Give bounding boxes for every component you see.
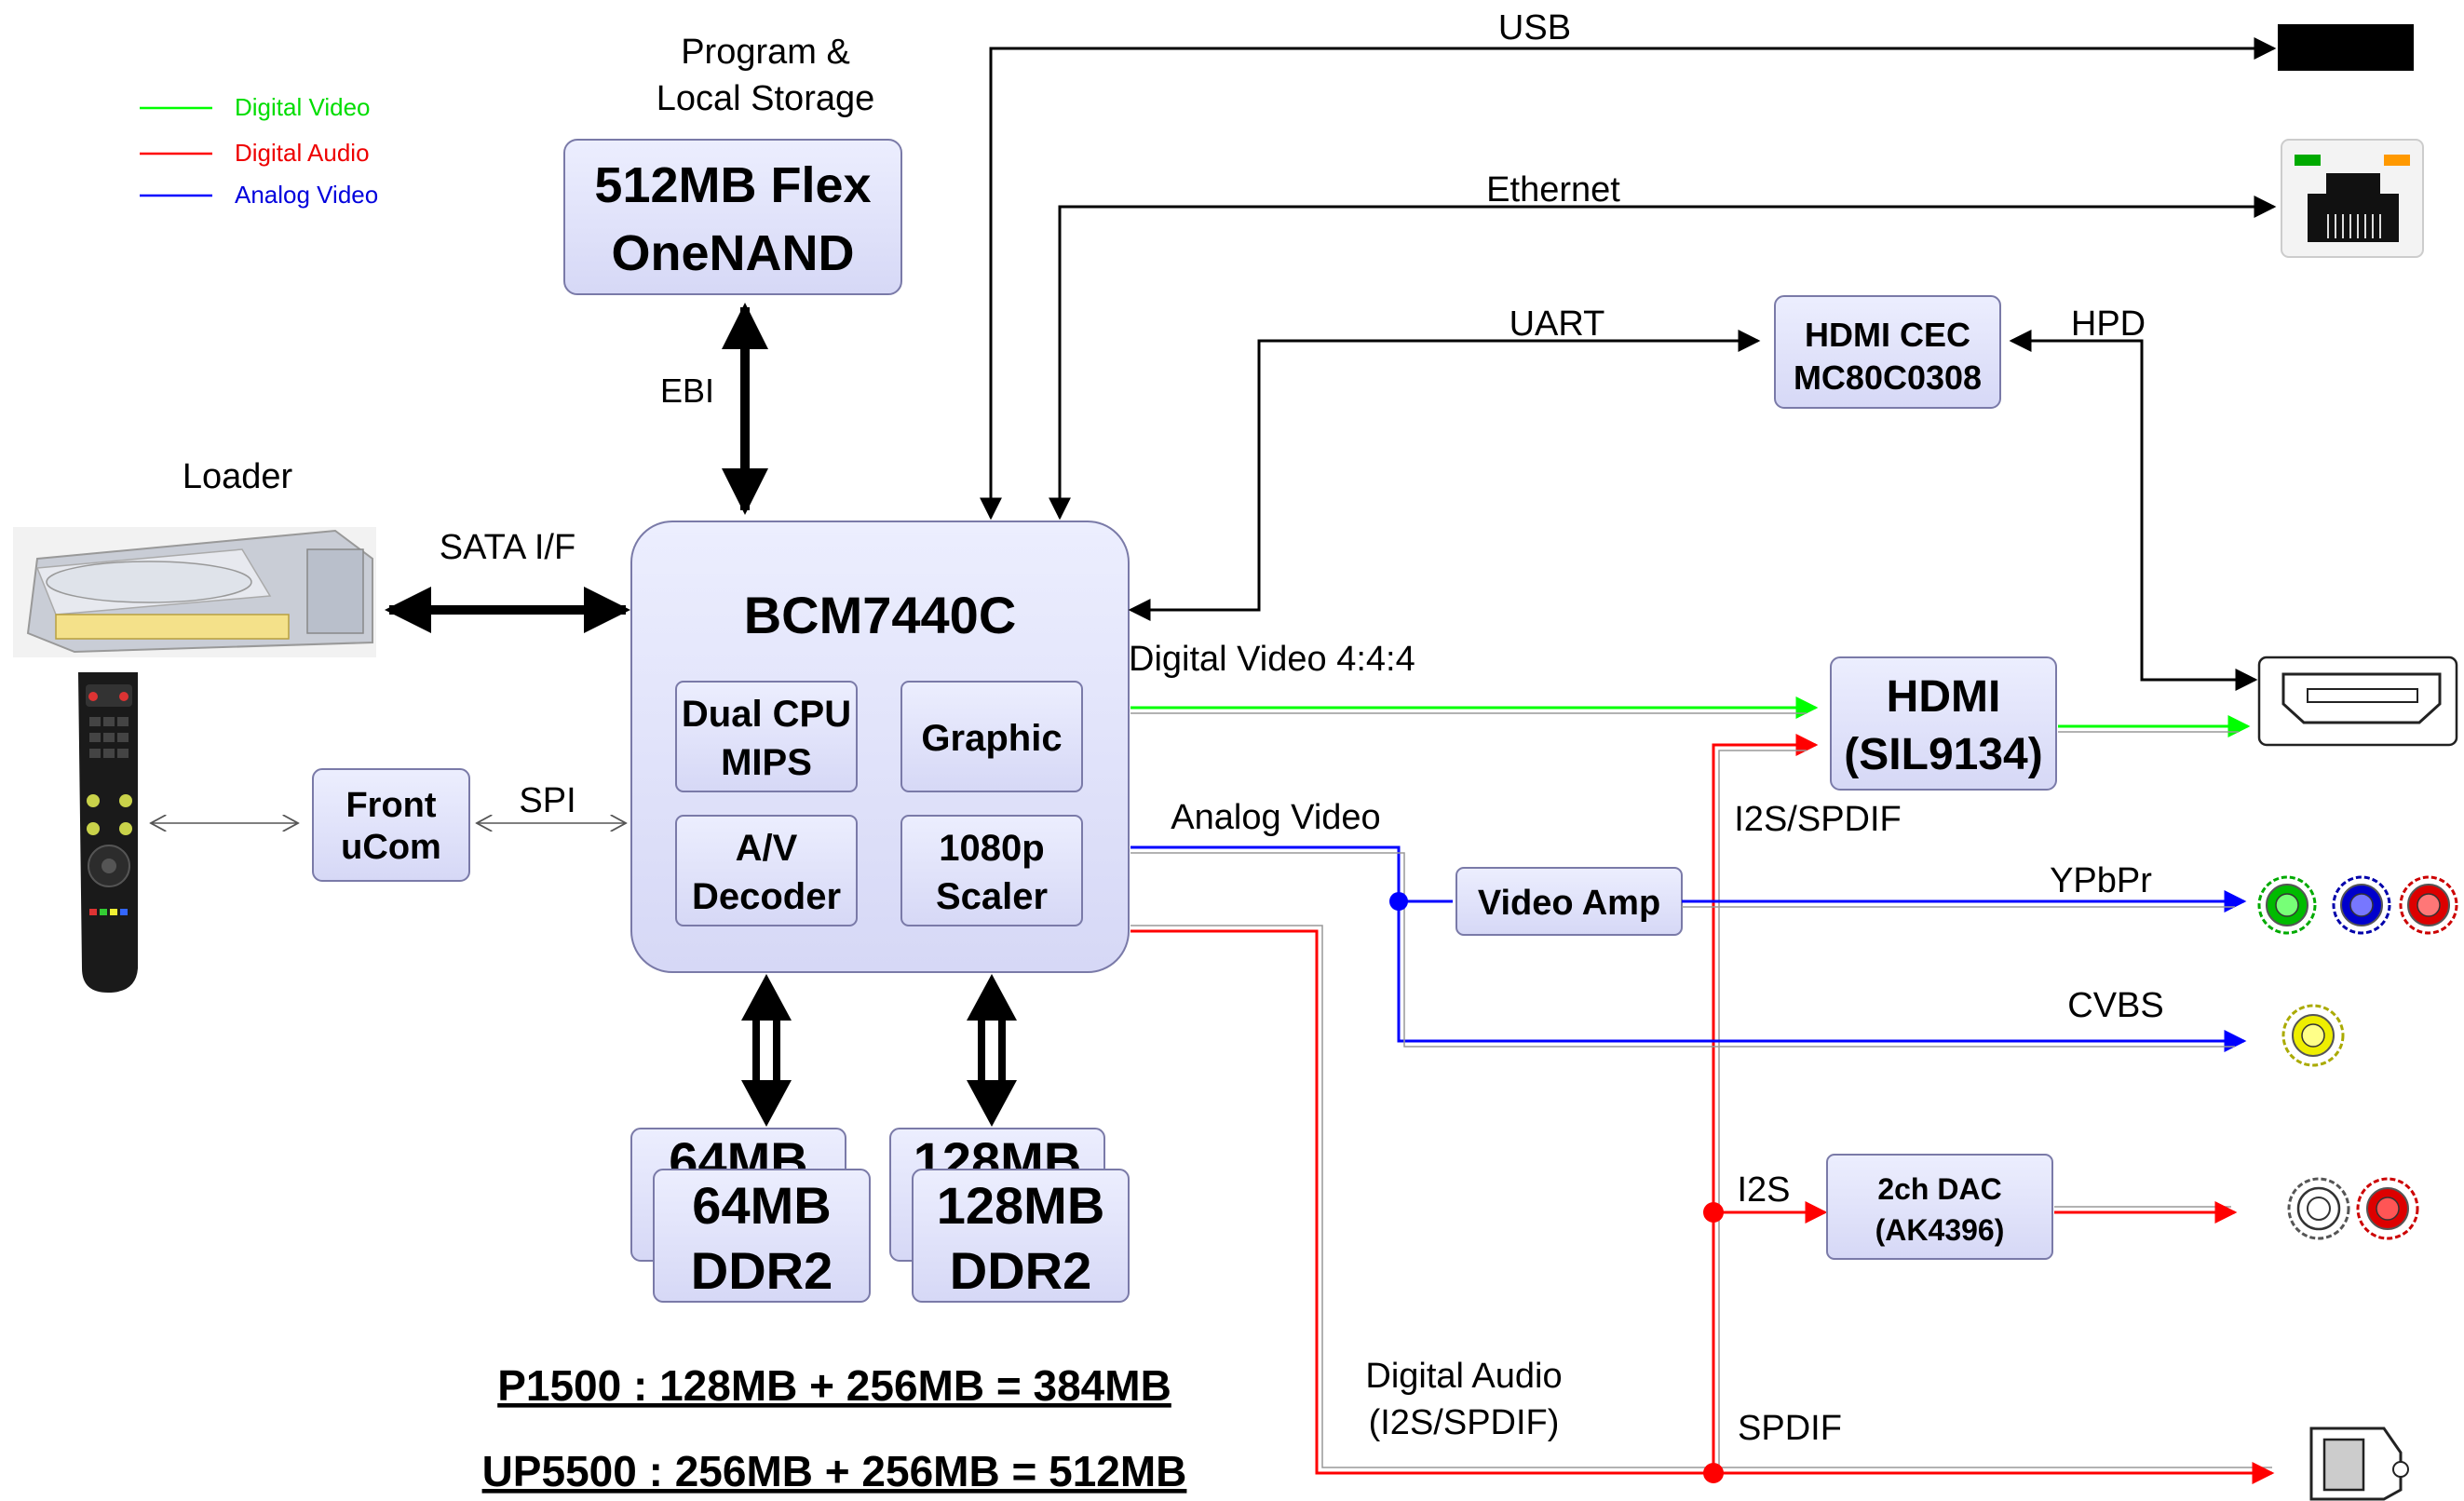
soc-av-line1: A/V (736, 828, 798, 869)
note-p1500: P1500 : 128MB + 256MB = 384MB (497, 1361, 1171, 1410)
soc-cpu-block: Dual CPU MIPS (675, 681, 858, 792)
spi-label: SPI (519, 781, 575, 820)
hpd-line (2009, 330, 2258, 691)
i2s-label: I2S (1737, 1170, 1790, 1210)
soc-cpu-line2: MIPS (721, 742, 812, 783)
hdmi-port-icon (2257, 656, 2458, 747)
ebi-label: EBI (660, 372, 714, 410)
video-amp-block[interactable]: Video Amp (1455, 867, 1683, 936)
cvbs-line-shadow (1130, 852, 2235, 1048)
digital-video-label: Digital Video 4:4:4 (1129, 640, 1415, 679)
hdmi-cec-line2: MC80C0308 (1794, 358, 1982, 397)
soc-title: BCM7440C (744, 586, 1017, 644)
soc-graphic-label: Graphic (921, 718, 1062, 759)
soc-block[interactable]: BCM7440C Dual CPU MIPS Graphic A/V Decod… (630, 521, 1130, 973)
component-jacks-icon (2257, 875, 2458, 935)
hpd-label: HPD (2071, 304, 2146, 344)
digital-audio-label-line1: Digital Audio (1365, 1357, 1562, 1396)
dac-line1: 2ch DAC (1877, 1172, 2001, 1206)
ethernet-label: Ethernet (1486, 170, 1620, 210)
legend-label-digital-audio: Digital Audio (235, 139, 370, 167)
composite-jack-icon (2281, 1004, 2345, 1067)
ddr-left-bus (741, 974, 792, 1127)
soc-av-line2: Decoder (692, 876, 841, 917)
i2s-spdif-hdmi-line-shadow (1718, 750, 1807, 1473)
ddr-left-line1: 64MB (692, 1176, 831, 1235)
ypbpr-label: YPbPr (2050, 861, 2152, 900)
analog-video-junction (1389, 892, 1408, 911)
uart-label: UART (1510, 304, 1605, 344)
ddr-right-line2: DDR2 (950, 1241, 1091, 1300)
cvbs-line (1130, 845, 2247, 1052)
i2s-spdif-hdmi-line (1712, 734, 1819, 1473)
loader-caption: Loader (183, 457, 293, 496)
soc-av-decoder-block: A/V Decoder (675, 815, 858, 926)
note-up5500: UP5500 : 256MB + 256MB = 512MB (482, 1447, 1187, 1495)
dac-block[interactable]: 2ch DAC (AK4396) (1826, 1154, 2053, 1260)
legend-label-analog-video: Analog Video (235, 181, 378, 209)
analog-video-label: Analog Video (1171, 798, 1380, 837)
remote-control-icon (78, 672, 138, 993)
onenand-block[interactable]: 512MB Flex OneNAND (563, 139, 902, 295)
digital-audio-line-shadow (1130, 925, 2272, 1468)
soc-scaler-block: 1080p Scaler (900, 815, 1083, 926)
soc-cpu-line1: Dual CPU (682, 694, 851, 735)
dac-line2: (AK4396) (1875, 1213, 2005, 1247)
hdmi-cec-line1: HDMI CEC (1805, 316, 1970, 354)
onenand-line1: 512MB Flex (594, 157, 871, 213)
front-ucom-line2: uCom (341, 828, 441, 867)
uart-line (1128, 330, 1761, 621)
soc-scaler-line2: Scaler (936, 876, 1048, 917)
legend-label-digital-video: Digital Video (235, 93, 371, 121)
storage-caption-line2: Local Storage (657, 79, 875, 118)
spdif-label: SPDIF (1738, 1409, 1842, 1448)
digital-audio-line (1130, 929, 2275, 1484)
audio-jacks-icon (2287, 1177, 2419, 1240)
cvbs-label: CVBS (2067, 986, 2163, 1025)
ddr-right-bus (967, 974, 1017, 1127)
hdmi-tx-block[interactable]: HDMI (SIL9134) (1830, 656, 2057, 791)
usb-label: USB (1498, 8, 1571, 47)
ddr-right-line1: 128MB (937, 1176, 1105, 1235)
i2s-junction (1703, 1202, 1724, 1223)
ddr-right-block[interactable]: 128MB 128MB DDR2 (889, 1128, 1130, 1303)
front-ucom-line1: Front (345, 786, 436, 825)
ddr-left-block[interactable]: 64MB 64MB DDR2 (630, 1128, 871, 1303)
soc-graphic-block: Graphic (900, 681, 1083, 792)
i2s-spdif-label: I2S/SPDIF (1734, 800, 1902, 839)
spdif-junction (1703, 1463, 1724, 1483)
usb-port-icon (2278, 24, 2414, 71)
ethernet-line (1049, 196, 2277, 521)
hdmi-cec-block[interactable]: HDMI CEC MC80C0308 (1774, 295, 2001, 409)
video-amp-label: Video Amp (1478, 884, 1660, 923)
hdmi-tx-line2: (SIL9134) (1844, 730, 2042, 779)
disc-drive-icon (13, 527, 376, 657)
sata-label: SATA I/F (440, 528, 575, 567)
front-ucom-block[interactable]: Front uCom (312, 768, 470, 882)
usb-line (980, 37, 2277, 521)
soc-scaler-line1: 1080p (939, 828, 1044, 869)
storage-caption-line1: Program & (681, 33, 850, 72)
digital-audio-label-line2: (I2S/SPDIF) (1369, 1403, 1560, 1442)
ethernet-port-icon (2281, 139, 2424, 258)
ddr-left-line2: DDR2 (691, 1241, 833, 1300)
legend: Digital Video Digital Audio Analog Video (140, 93, 378, 209)
onenand-line2: OneNAND (611, 225, 854, 281)
hdmi-tx-line1: HDMI (1887, 672, 2001, 722)
optical-port-icon (2309, 1427, 2409, 1501)
